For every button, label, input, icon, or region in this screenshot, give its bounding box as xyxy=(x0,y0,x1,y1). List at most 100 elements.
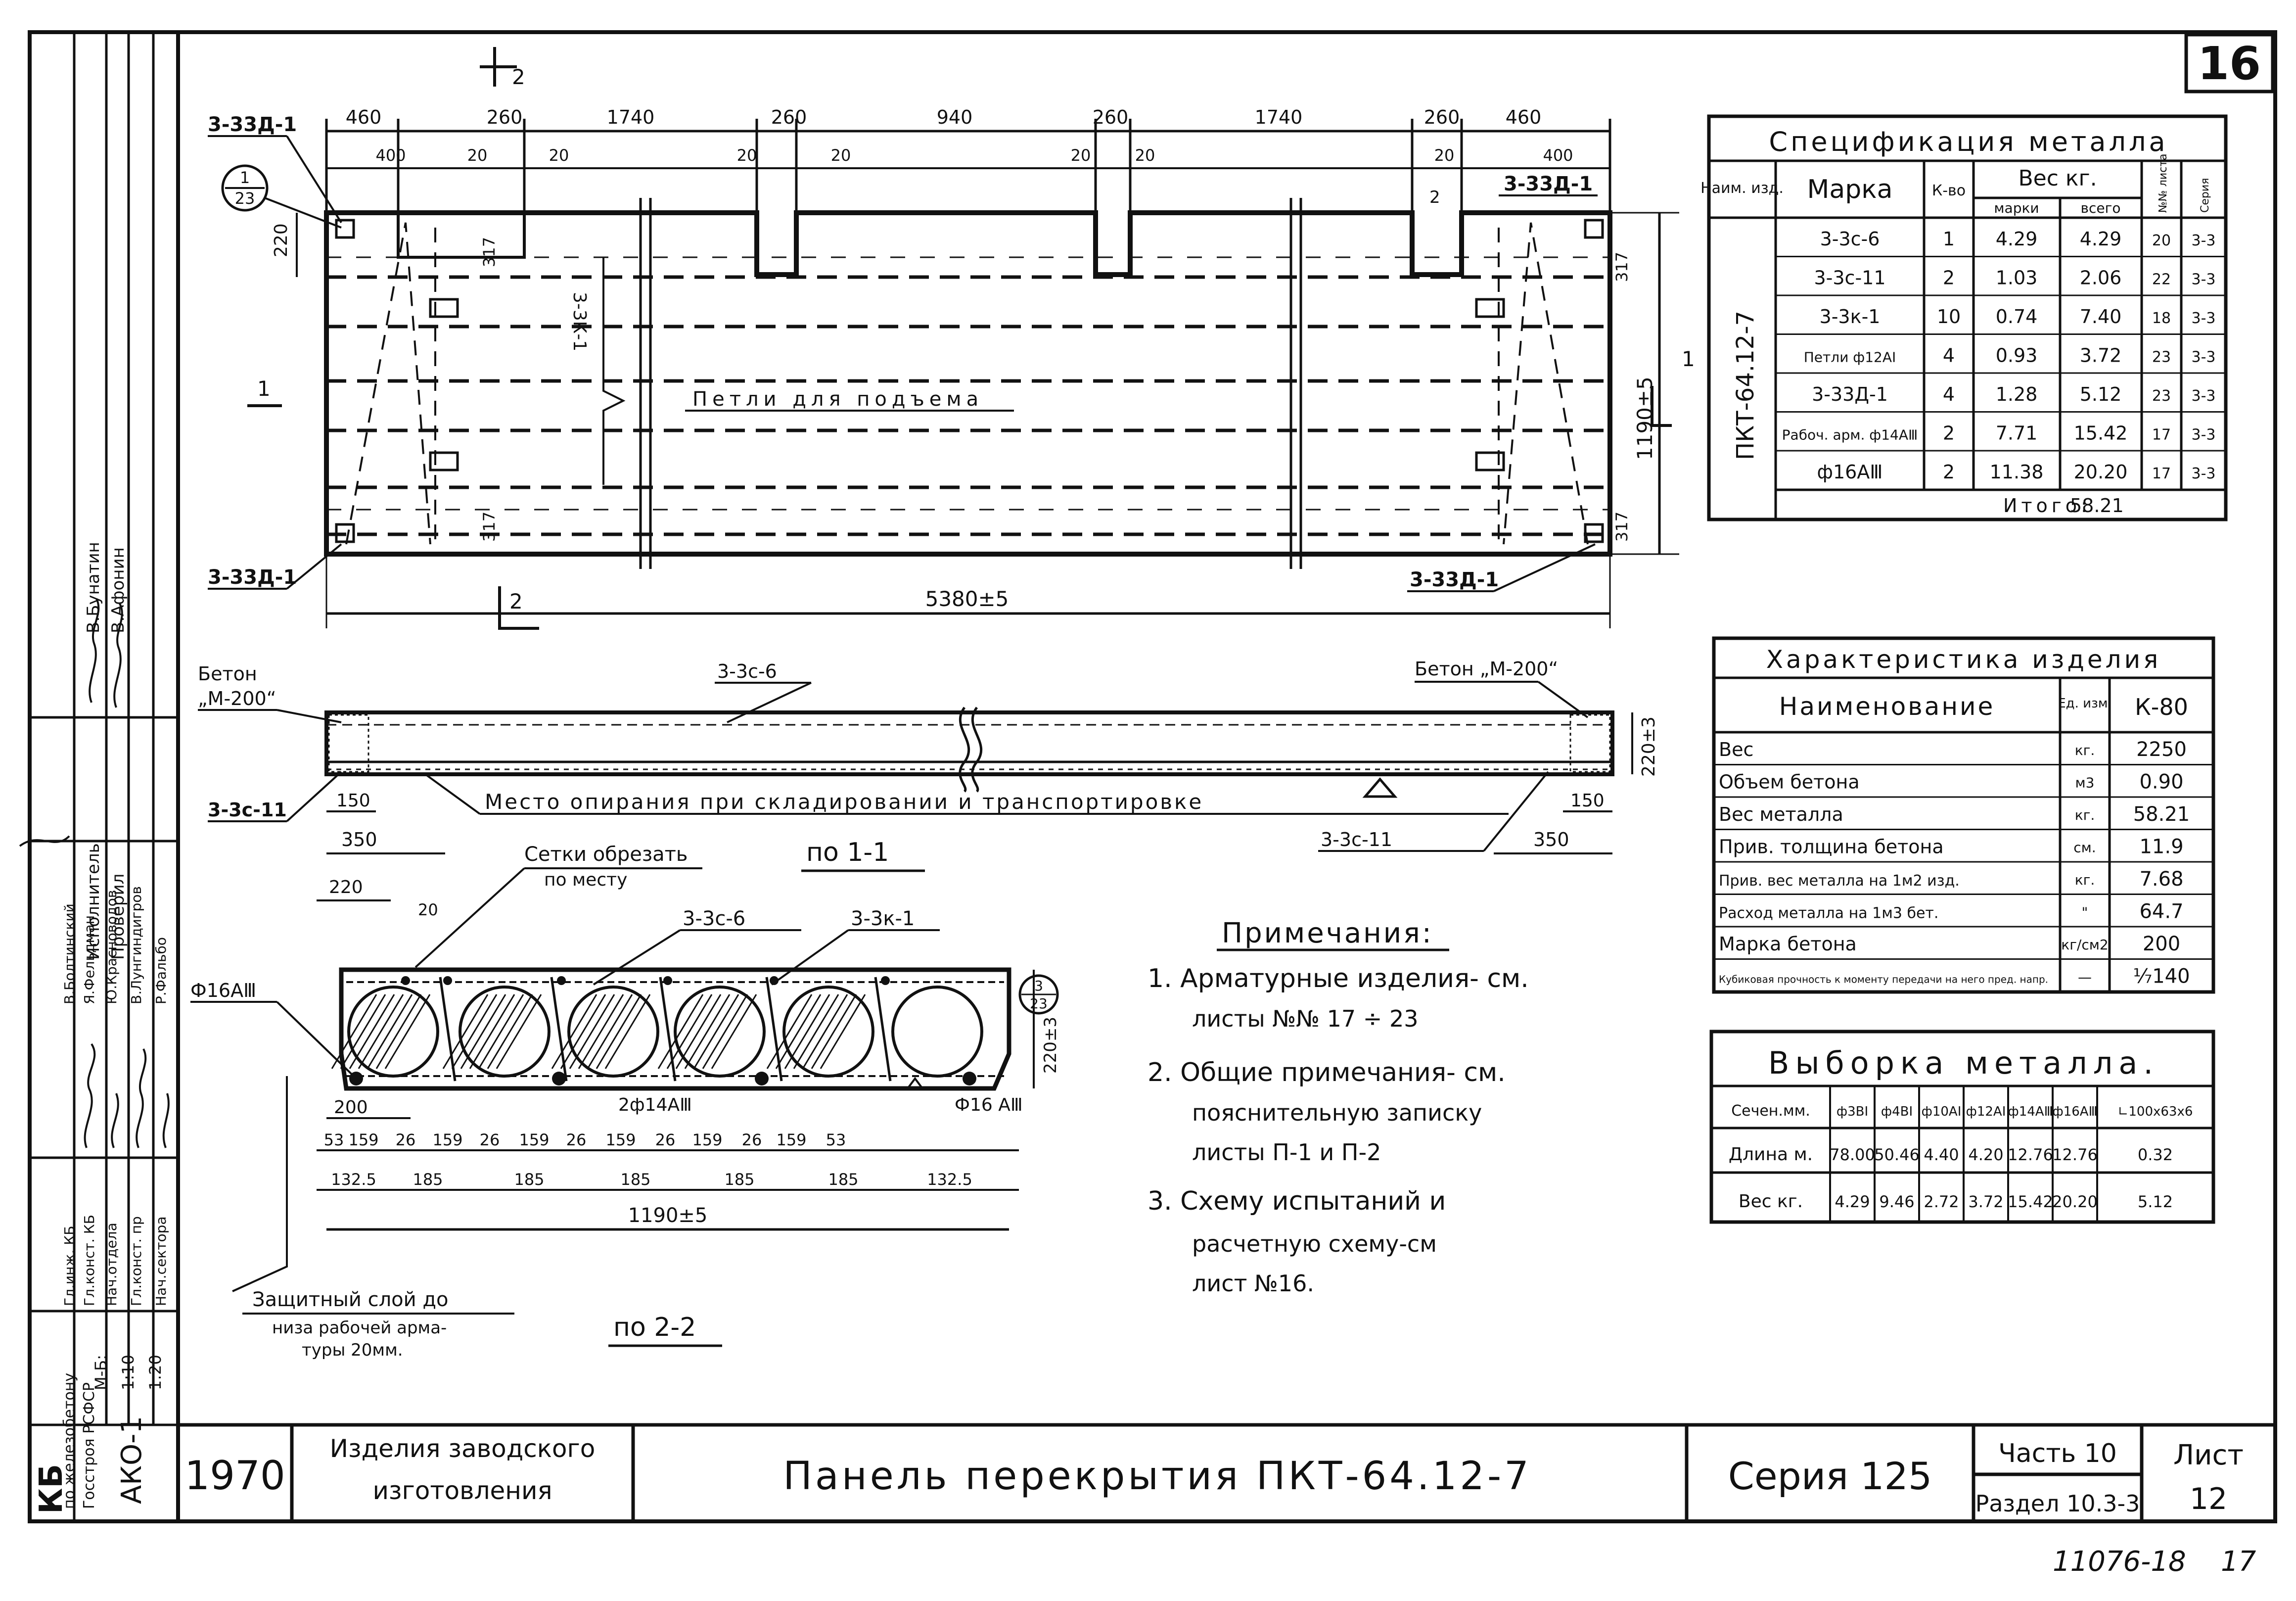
sub-dim-8: 20 xyxy=(1434,146,1455,165)
dim-220-plan: 220 xyxy=(271,223,291,257)
spec-cell: Петли ф12АⅠ xyxy=(1804,349,1896,366)
metal-header: ∟100х63х6 xyxy=(2118,1104,2193,1119)
sub-dim-4: 20 xyxy=(737,146,757,165)
spec-cell: 4.29 xyxy=(1996,228,2038,250)
metal-cell: 50.46 xyxy=(1874,1145,1920,1164)
spacing-dim: 132.5 xyxy=(927,1170,972,1189)
stamp-name-3: Ю.Красноводов xyxy=(103,890,120,1004)
char-h-unit: Ед. изм. xyxy=(2058,696,2112,711)
concrete-right: Бетон „М-200“ xyxy=(1415,658,1558,680)
void-hatch xyxy=(340,994,386,1069)
void-hatch xyxy=(560,994,606,1069)
stamp-role-4: Гл.конст. пр xyxy=(128,1216,144,1306)
elev-dim-150-left: 150 xyxy=(336,791,370,811)
spacing-dim: 159 xyxy=(348,1130,378,1149)
title-sheet-number: 12 xyxy=(2190,1482,2227,1516)
title-block-grid xyxy=(178,1423,2275,1521)
spacing-dim: 185 xyxy=(724,1170,754,1189)
elev-dim-350-left: 350 xyxy=(341,829,377,850)
spec-cell: 4 xyxy=(1943,383,1955,405)
mesh-left-elev: 3-3с-11 xyxy=(208,799,287,821)
char-name: Расход металла на 1м3 бет. xyxy=(1719,905,1938,922)
title-sheet-label: Лист xyxy=(2173,1439,2244,1471)
stamp-name2-1: В.Бунатин xyxy=(84,542,103,633)
metal-cell: 12.76 xyxy=(2052,1145,2098,1164)
title-series: Серия 125 xyxy=(1728,1454,1932,1498)
spec-cell: 3-3 xyxy=(2192,465,2216,482)
lattice-web xyxy=(550,977,568,1082)
section-ref-top: 3 xyxy=(1034,978,1043,994)
void-hatch xyxy=(469,994,515,1069)
detail-ref-top: 1 xyxy=(240,168,250,187)
spec-table: Спецификация металла Наим. изд. Марка К-… xyxy=(1700,114,2228,521)
left-stamp-text: Исполнитель Проверил В.Бунатин В.Афонин … xyxy=(33,542,169,1514)
metal-cell: 4.40 xyxy=(1924,1145,1959,1164)
char-unit: см. xyxy=(2073,840,2096,856)
spec-cell: 2 xyxy=(1943,267,1955,289)
sub-dims: 400 20 20 20 20 20 20 20 400 xyxy=(375,146,1573,165)
spacing-dim: 185 xyxy=(828,1170,858,1189)
spec-h-weight: Вес кг. xyxy=(2018,166,2097,191)
void-hatch xyxy=(451,994,498,1069)
stamp-org: КБ xyxy=(33,1464,70,1514)
void-hatch xyxy=(358,994,404,1069)
notes: Примечания: 1. Арматурные изделия- см. л… xyxy=(1148,917,1529,1297)
spec-cell: 20 xyxy=(2152,232,2171,249)
title-category-1: Изделия заводского xyxy=(330,1434,596,1463)
spec-cell: 7.40 xyxy=(2080,306,2122,328)
mark-6-section: 3-3с-6 xyxy=(683,907,745,930)
void-hatch xyxy=(587,994,633,1069)
stamp-name-4: В.Лунгиндигров xyxy=(128,886,144,1004)
void-hatch xyxy=(702,994,748,1069)
plan-outline xyxy=(324,210,1612,557)
cover-note-1: Защитный слой до xyxy=(252,1288,448,1311)
metal-cell: 5.12 xyxy=(2138,1192,2173,1211)
spec-cell: 4.29 xyxy=(2080,228,2122,250)
spacing-dim: 53 xyxy=(826,1130,846,1149)
detail-ref-circle xyxy=(221,164,269,212)
top-dim-2: 260 xyxy=(487,106,523,128)
sub-dim-5: 20 xyxy=(831,146,851,165)
cover-note-3: туры 20мм. xyxy=(302,1340,403,1360)
void-hatch xyxy=(775,994,822,1069)
top-dim-6: 260 xyxy=(1093,106,1129,128)
char-name: Объем бетона xyxy=(1719,771,1860,793)
cut-note-1: Сетки обрезать xyxy=(524,843,688,866)
metal-cell: 9.46 xyxy=(1879,1192,1914,1211)
char-value: 11.9 xyxy=(2139,836,2183,858)
spec-cell: 3-3с-6 xyxy=(1820,228,1880,250)
note-1-line-1: 1. Арматурные изделия- см. xyxy=(1148,964,1529,993)
void-hatch xyxy=(375,994,422,1069)
mark-k-section: 3-3к-1 xyxy=(851,907,915,930)
metal-cell: 15.42 xyxy=(2008,1192,2053,1211)
sub-dim-6: 20 xyxy=(1071,146,1091,165)
char-unit: " xyxy=(2082,904,2088,921)
metal-header: ф14АⅢ xyxy=(2008,1104,2053,1119)
spec-total-label: Итого: xyxy=(2003,495,2091,517)
note-3-line-3: лист №16. xyxy=(1192,1270,1314,1297)
char-name: Прив. вес металла на 1м2 изд. xyxy=(1719,872,1960,890)
void-hatch xyxy=(349,994,395,1069)
title-part: Часть 10 xyxy=(1998,1439,2117,1468)
mesh-dot xyxy=(557,976,566,985)
loop-label: Петли для подъема xyxy=(692,388,983,411)
char-name: Вес металла xyxy=(1719,803,1843,825)
top-dim-7: 1740 xyxy=(1255,106,1303,128)
void-hatch xyxy=(496,994,542,1069)
spec-sub-mark: марки xyxy=(1994,200,2039,216)
metal-cell: 20.20 xyxy=(2052,1192,2098,1211)
dim-317-1: 317 xyxy=(480,237,499,267)
cut-note-2: по месту xyxy=(544,870,627,890)
void-hatch xyxy=(766,994,813,1069)
sub-dim-2: 20 xyxy=(467,146,488,165)
metal-cell: 12.76 xyxy=(2008,1145,2053,1164)
cut-label-right: 1 xyxy=(1682,347,1695,371)
char-value: 7.68 xyxy=(2139,868,2183,891)
void-hatch xyxy=(793,994,839,1069)
spec-cell: 1 xyxy=(1943,228,1955,250)
section-width: 1190±5 xyxy=(628,1204,708,1227)
spacing-dim: 185 xyxy=(620,1170,650,1189)
dim-20-section: 20 xyxy=(418,900,438,919)
lattice-web xyxy=(439,977,457,1082)
